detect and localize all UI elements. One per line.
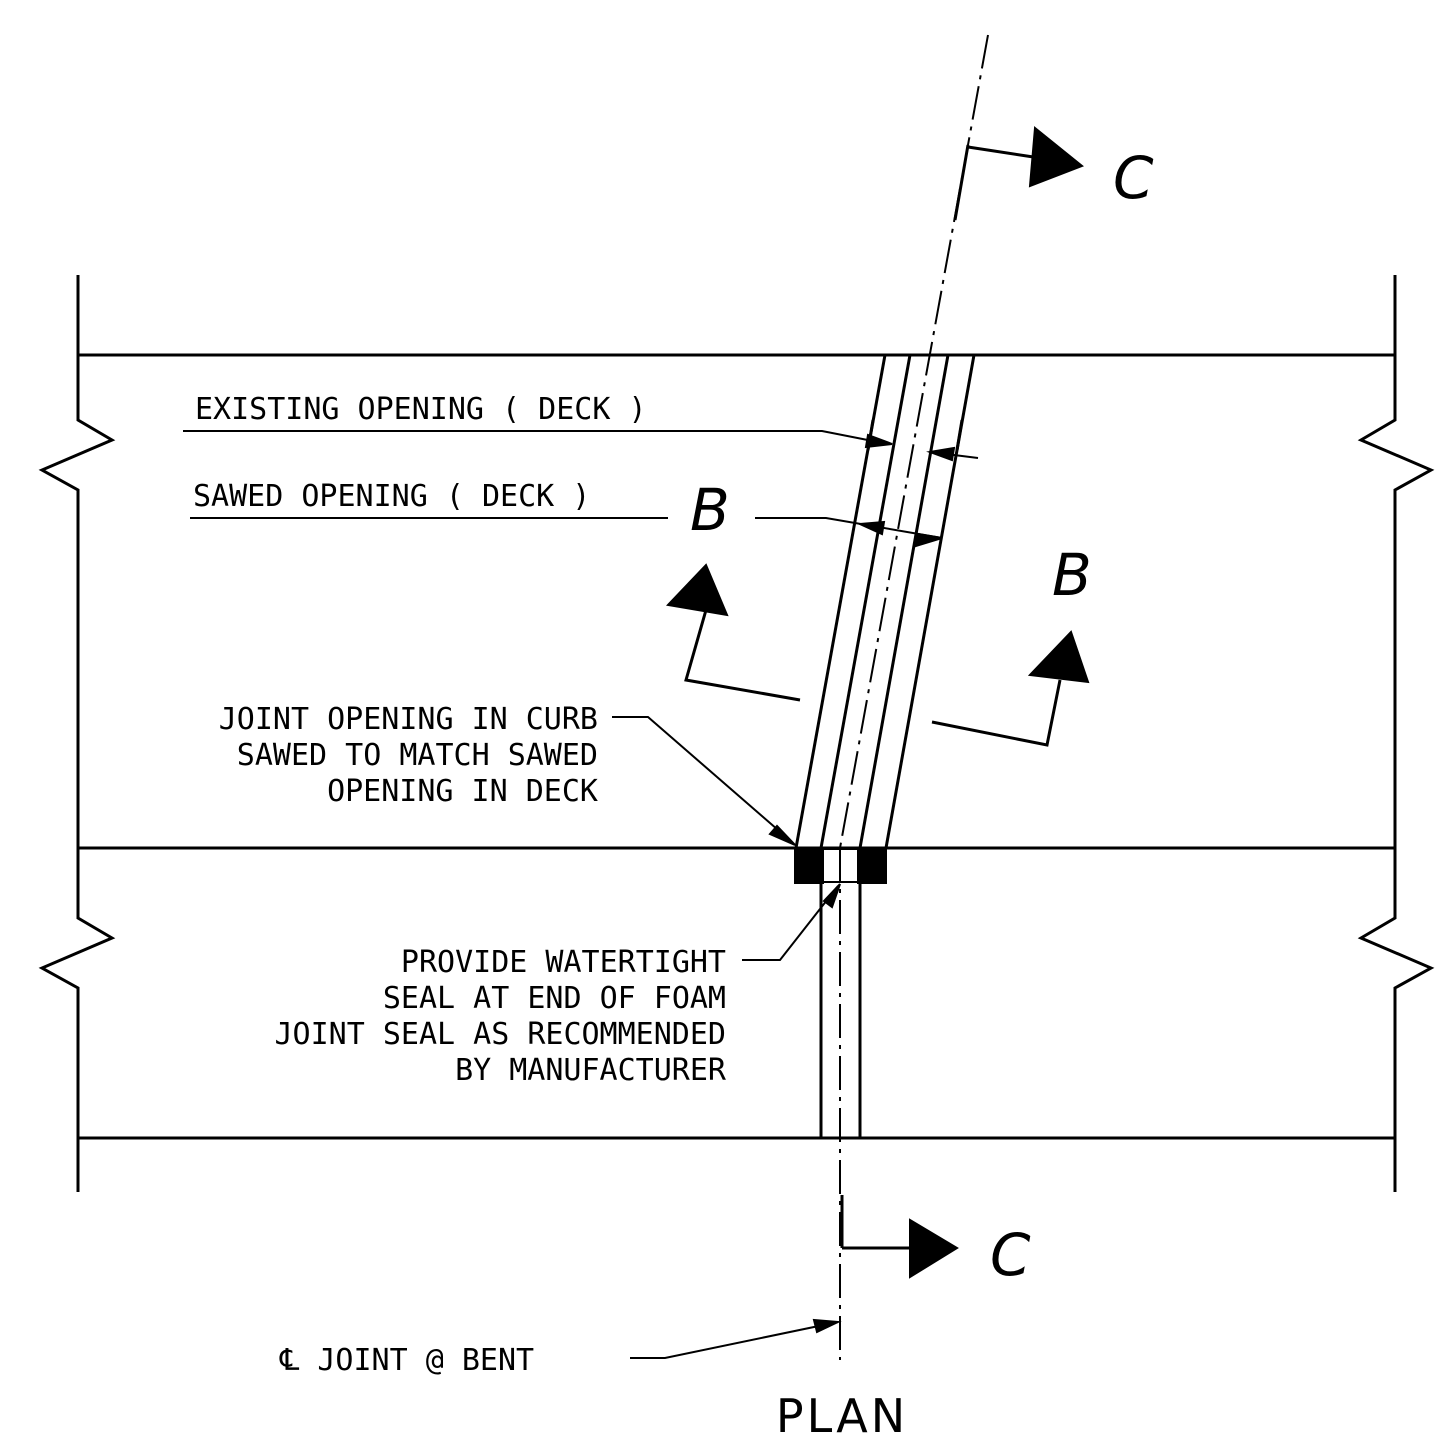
curb-note-line-2: SAWED TO MATCH SAWED bbox=[237, 738, 598, 773]
centerline-note: ℄ JOINT @ BENT bbox=[279, 1318, 842, 1378]
curb-joint bbox=[819, 883, 862, 1138]
sawed-opening-note: SAWED OPENING ( DECK ) bbox=[193, 479, 590, 514]
curb-joint-note: JOINT OPENING IN CURB SAWED TO MATCH SAW… bbox=[219, 702, 796, 846]
section-c-top: C bbox=[953, 126, 1154, 221]
seal-note-line-3: JOINT SEAL AS RECOMMENDED bbox=[274, 1017, 726, 1052]
drawing-title: PLAN bbox=[776, 1389, 908, 1437]
seal-note-line-2: SEAL AT END OF FOAM bbox=[383, 981, 726, 1016]
left-break-line bbox=[38, 275, 116, 1192]
section-c-top-label: C bbox=[1113, 144, 1154, 212]
seal-note: PROVIDE WATERTIGHT SEAL AT END OF FOAM J… bbox=[274, 883, 841, 1088]
curb-note-line-1: JOINT OPENING IN CURB bbox=[219, 702, 598, 737]
deck-outline bbox=[78, 353, 1395, 1140]
curb-seal bbox=[794, 847, 887, 884]
curb-note-line-3: OPENING IN DECK bbox=[327, 774, 598, 809]
seal-block-left bbox=[794, 847, 824, 884]
right-break-line bbox=[1357, 275, 1435, 1192]
section-b-cut: B B bbox=[665, 476, 1092, 747]
existing-opening-note: EXISTING OPENING ( DECK ) bbox=[195, 392, 647, 427]
centerline-note-text: ℄ JOINT @ BENT bbox=[279, 1343, 534, 1378]
existing-opening-left-edge bbox=[819, 354, 912, 849]
seal-note-line-1: PROVIDE WATERTIGHT bbox=[401, 945, 726, 980]
section-c-bottom: C bbox=[840, 1195, 1031, 1289]
existing-opening-dimension: EXISTING OPENING ( DECK ) bbox=[183, 392, 979, 462]
seal-note-line-4: BY MANUFACTURER bbox=[455, 1053, 727, 1088]
section-c-bottom-label: C bbox=[990, 1221, 1031, 1289]
sawed-opening-dimension: SAWED OPENING ( DECK ) bbox=[190, 479, 943, 548]
seal-block-right bbox=[857, 847, 887, 884]
existing-opening-right-edge bbox=[858, 354, 950, 849]
section-b-left-label: B bbox=[690, 476, 730, 544]
section-b-right-label: B bbox=[1052, 541, 1092, 609]
